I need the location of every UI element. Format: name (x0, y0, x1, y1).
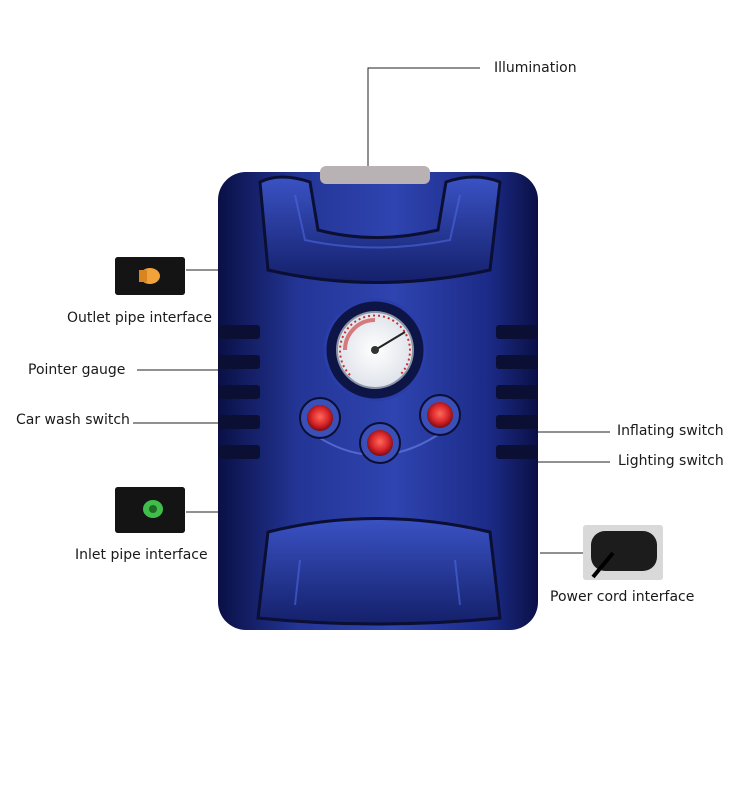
inflating-switch-label: Inflating switch (617, 423, 724, 439)
power-cord-interface-label: Power cord interface (550, 589, 695, 605)
lighting-switch-button (359, 422, 401, 464)
inflating-switch-button (419, 394, 461, 436)
outlet-pipe-interface-label: Outlet pipe interface (67, 310, 212, 326)
inlet-pipe-thumbnail (115, 487, 185, 533)
top-cap (258, 175, 502, 284)
power-cord-thumbnail (583, 525, 663, 580)
car-wash-switch-button (299, 397, 341, 439)
air-compressor-device (218, 166, 538, 630)
pointer-gauge-label: Pointer gauge (28, 362, 126, 378)
car-wash-switch-label: Car wash switch (16, 412, 130, 428)
bottom-cap (256, 517, 502, 626)
illumination-leader (367, 67, 480, 168)
illumination-label: Illumination (494, 60, 577, 76)
outlet-pipe-thumbnail (115, 257, 185, 295)
illumination-lamp (320, 166, 430, 184)
pointer-gauge-dial (323, 298, 427, 402)
lighting-switch-label: Lighting switch (618, 453, 724, 469)
inlet-pipe-interface-label: Inlet pipe interface (75, 547, 208, 563)
